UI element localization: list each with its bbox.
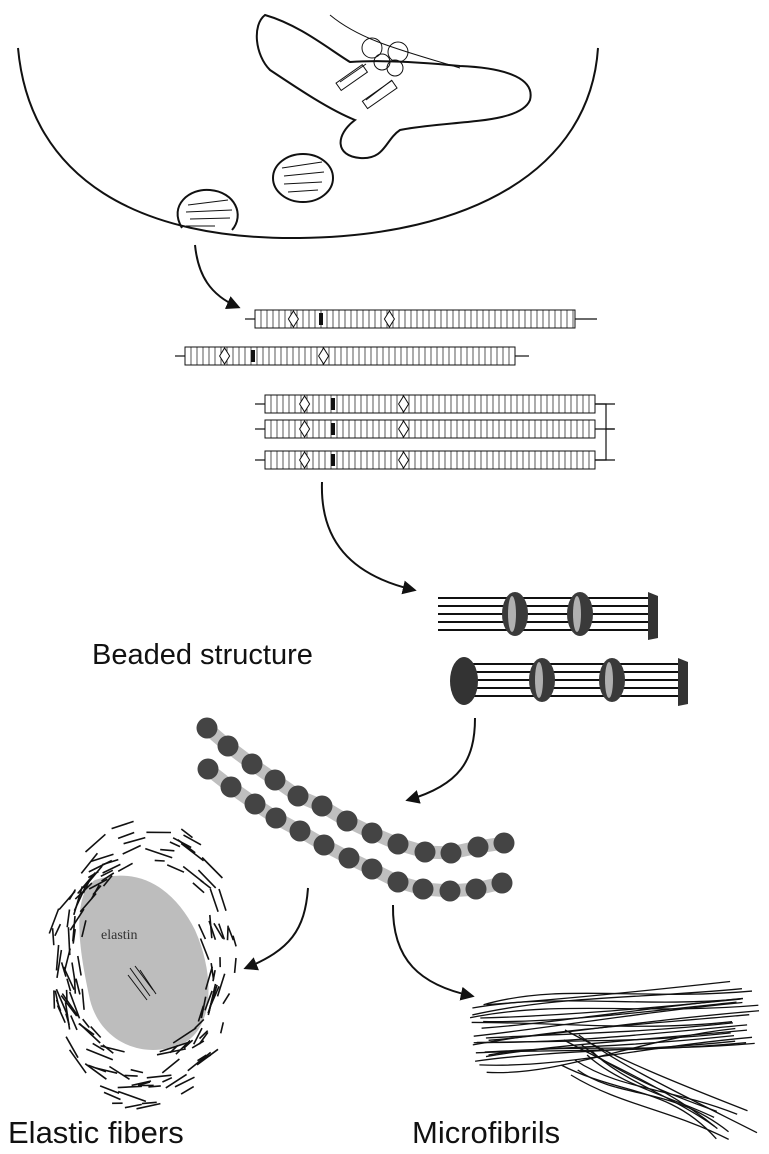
bead (245, 794, 266, 815)
fibrillin-molecule (255, 395, 615, 413)
fibrillin-molecule (255, 451, 615, 469)
bead (466, 879, 487, 900)
fibrillin-molecule (175, 347, 529, 365)
arrow-to-bead-chain (408, 718, 475, 800)
fibrillin-molecule (255, 420, 615, 438)
bead (288, 786, 309, 807)
bead (415, 842, 436, 863)
bead (388, 834, 409, 855)
bead (362, 823, 383, 844)
bead (266, 808, 287, 829)
bead (440, 881, 461, 902)
transport-vesicle (273, 154, 333, 202)
elastin-label: elastin (101, 928, 138, 943)
bead (197, 718, 218, 739)
bead (494, 833, 515, 854)
beaded-bundle (458, 658, 688, 706)
bead (339, 848, 360, 869)
bead (450, 657, 478, 705)
cell (18, 15, 598, 238)
bead (362, 859, 383, 880)
bead-chains (197, 718, 515, 902)
bead (312, 796, 333, 817)
fibrillin-molecule (245, 310, 597, 328)
bead (265, 770, 286, 791)
arrow-to-microfibrils (393, 905, 472, 996)
endoplasmic-reticulum (257, 15, 531, 158)
bead (221, 777, 242, 798)
bead (198, 759, 219, 780)
arrow-secretion (195, 245, 238, 307)
bead (441, 843, 462, 864)
microfibril-strand (591, 1050, 715, 1126)
bead (218, 736, 239, 757)
microfibrils-label: Microfibrils (412, 1115, 560, 1150)
fibrillin-monomers (175, 310, 615, 469)
arrow-to-elastic (246, 888, 308, 968)
microfibril-strand (587, 1055, 714, 1117)
crosslink-bracket (595, 404, 614, 460)
bead (337, 811, 358, 832)
cell-membrane (18, 48, 598, 238)
secretory-vesicle (178, 190, 238, 230)
beaded-microfibril-bundles (438, 592, 688, 706)
beaded-structure-label: Beaded structure (92, 639, 313, 671)
bead (492, 873, 513, 894)
beaded-bundle (438, 592, 658, 640)
elastic-fiber: elastin (49, 821, 236, 1108)
bead (314, 835, 335, 856)
bead (242, 754, 263, 775)
elastic-fibers-label: Elastic fibers (8, 1115, 184, 1150)
bead (413, 879, 434, 900)
ribosome (388, 42, 408, 62)
bead (388, 872, 409, 893)
bead (468, 837, 489, 858)
microfibril-strand (561, 1065, 716, 1139)
arrow-to-beads (322, 482, 414, 590)
bead (290, 821, 311, 842)
elastin-core (79, 876, 208, 1050)
